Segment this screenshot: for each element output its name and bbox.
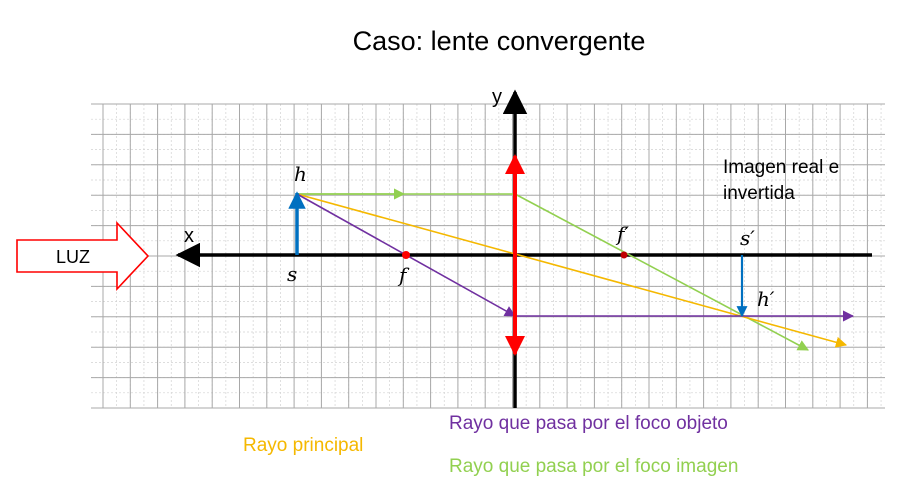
label-s-prime: s′ <box>740 226 755 250</box>
image-note-line1: Imagen real e <box>723 157 839 178</box>
legend-principal: Rayo principal <box>243 435 363 456</box>
label-s: s <box>287 262 297 286</box>
label-f: f <box>397 263 410 287</box>
y-axis-label: y <box>492 86 502 108</box>
focus-object-point <box>402 251 410 259</box>
source-label: LUZ <box>56 247 90 267</box>
legend-focus-object: Rayo que pasa por el foco objeto <box>449 413 728 434</box>
arrow-right-outline-icon <box>16 220 150 292</box>
label-h: h <box>294 162 307 186</box>
image-note-line2: invertida <box>723 183 795 204</box>
x-axis-label: x <box>184 225 194 247</box>
legend-focus-image: Rayo que pasa por el foco imagen <box>449 456 738 477</box>
label-h-prime: h′ <box>757 287 775 311</box>
principal-ray <box>296 193 848 348</box>
diagram-title: Caso: lente convergente <box>353 26 646 56</box>
focus-image-ray <box>297 188 809 351</box>
focus-image-point <box>620 251 628 259</box>
label-f-prime: f′ <box>615 222 629 246</box>
